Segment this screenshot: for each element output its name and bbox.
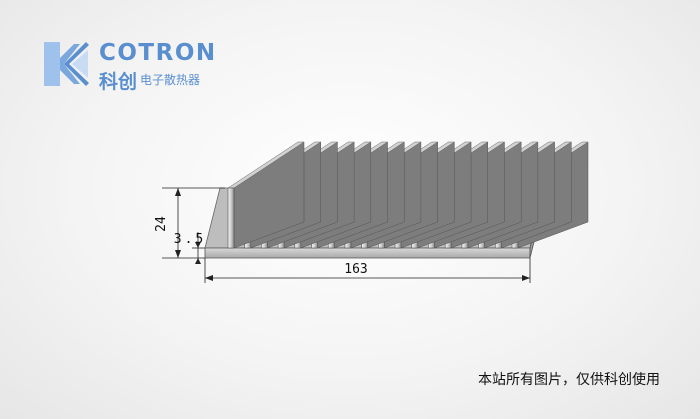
usage-notice: 本站所有图片，仅供科创使用 bbox=[478, 372, 660, 388]
height-label: 24 bbox=[154, 216, 169, 232]
width-label: 163 bbox=[344, 262, 367, 277]
base-thickness-dimension: 3.5 bbox=[174, 232, 206, 264]
k-logo-icon bbox=[44, 42, 89, 86]
height-dimension: 24 bbox=[154, 187, 225, 259]
brand-logo: COTRON 科创 电子散热器 bbox=[42, 40, 232, 93]
base-thickness-label: 3.5 bbox=[174, 232, 206, 247]
fin-array bbox=[227, 141, 589, 249]
brand-subtitle: 电子散热器 bbox=[140, 73, 201, 87]
brand-name-cn: 科创 bbox=[99, 71, 138, 93]
fin bbox=[227, 141, 305, 249]
base-front-face bbox=[204, 247, 531, 259]
brand-name-en: COTRON bbox=[99, 40, 217, 66]
width-dimension: 163 bbox=[204, 258, 531, 283]
